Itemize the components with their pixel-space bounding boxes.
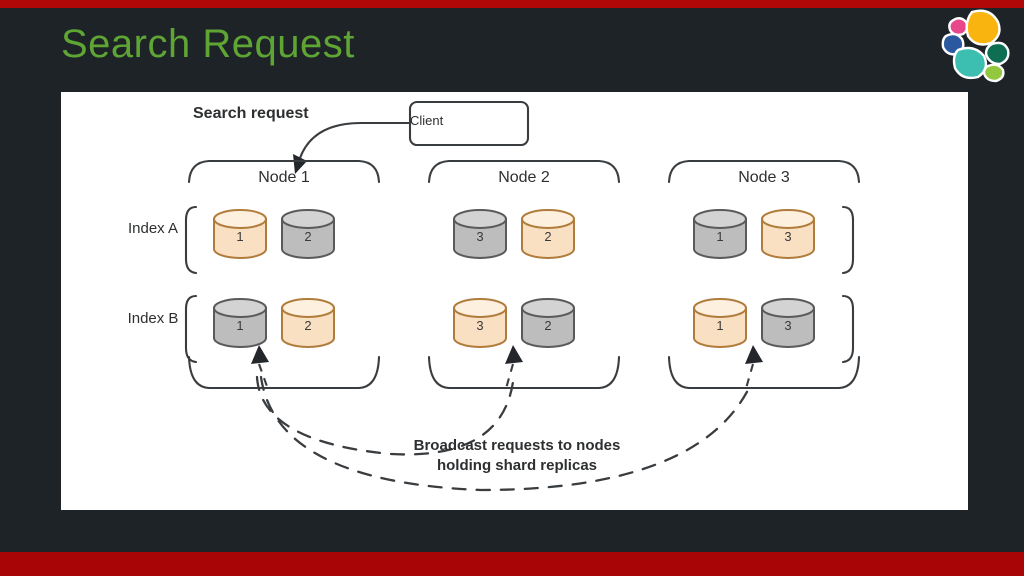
shard-cylinder: 1 bbox=[211, 209, 269, 259]
shard-cylinder: 2 bbox=[279, 298, 337, 348]
shard-cylinder: 1 bbox=[691, 209, 749, 259]
shard-cylinder: 3 bbox=[451, 209, 509, 259]
shard-cylinder: 2 bbox=[519, 209, 577, 259]
top-accent-bar bbox=[0, 0, 1024, 8]
index-row-label-a: Index A bbox=[127, 220, 179, 237]
index-row-label-b: Index B bbox=[127, 310, 179, 327]
shard-cylinder: 1 bbox=[211, 298, 269, 348]
shard-cylinder: 3 bbox=[451, 298, 509, 348]
search-request-label: Search request bbox=[193, 105, 309, 122]
page-title: Search Request bbox=[61, 22, 355, 66]
shard-cylinder: 1 bbox=[691, 298, 749, 348]
cluster-diagram bbox=[184, 100, 861, 492]
shard-cylinder: 3 bbox=[759, 298, 817, 348]
client-box-label: Client bbox=[410, 113, 444, 128]
broadcast-caption: Broadcast requests to nodes holding shar… bbox=[413, 437, 621, 474]
node-label-2: Node 2 bbox=[498, 169, 550, 186]
node-label-3: Node 3 bbox=[738, 169, 790, 186]
node-label-1: Node 1 bbox=[258, 169, 310, 186]
shard-cylinder: 2 bbox=[519, 298, 577, 348]
elastic-logo bbox=[934, 6, 1016, 84]
bottom-accent-bar bbox=[0, 552, 1024, 576]
shard-cylinder: 2 bbox=[279, 209, 337, 259]
shard-cylinder: 3 bbox=[759, 209, 817, 259]
diagram-panel: Search request Client Node 1 Node 2 Node… bbox=[61, 92, 968, 510]
